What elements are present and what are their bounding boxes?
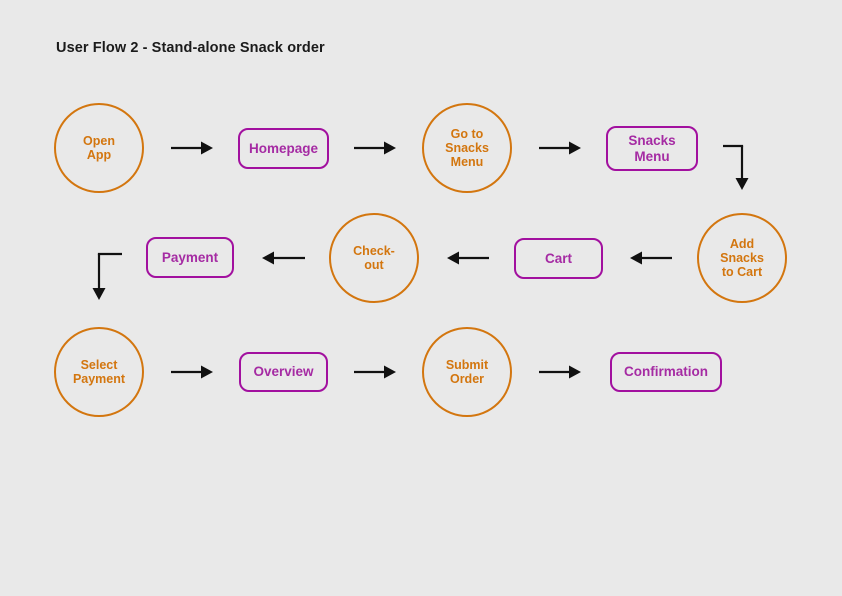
node-label-submit-order: Submit Order (445, 358, 489, 386)
connector-overview-to-submit-order (354, 365, 396, 379)
node-go-to-snacks-menu[interactable]: Go to Snacks Menu (422, 103, 512, 193)
node-label-select-payment: Select Payment (72, 358, 126, 386)
node-label-homepage: Homepage (248, 140, 319, 156)
connector-open-app-to-homepage (171, 141, 213, 155)
connector-select-payment-to-overview (171, 365, 213, 379)
connector-homepage-to-go-to-snacks-menu (354, 141, 396, 155)
connector-go-to-snacks-menu-to-snacks-menu (539, 141, 581, 155)
node-label-open-app: Open App (83, 134, 115, 162)
node-label-add-snacks-to-cart: Add Snacks to Cart (720, 237, 764, 279)
node-label-confirmation: Confirmation (624, 364, 708, 380)
node-cart[interactable]: Cart (514, 238, 603, 279)
connector-submit-order-to-confirmation (539, 365, 581, 379)
node-open-app[interactable]: Open App (54, 103, 144, 193)
node-label-snacks-menu: Snacks Menu (628, 133, 676, 164)
connector-check-out-to-payment (262, 251, 305, 265)
node-confirmation[interactable]: Confirmation (610, 352, 722, 392)
connector-payment-to-select-payment (92, 252, 122, 300)
node-check-out[interactable]: Check- out (329, 213, 419, 303)
node-homepage[interactable]: Homepage (238, 128, 329, 169)
connector-snacks-menu-to-add-snacks-to-cart (723, 144, 749, 190)
node-payment[interactable]: Payment (146, 237, 234, 278)
node-label-check-out: Check- out (353, 244, 395, 272)
node-overview[interactable]: Overview (239, 352, 328, 392)
node-label-overview: Overview (253, 364, 314, 380)
node-label-go-to-snacks-menu: Go to Snacks Menu (445, 127, 489, 169)
page-title: User Flow 2 - Stand-alone Snack order (56, 40, 325, 56)
node-select-payment[interactable]: Select Payment (54, 327, 144, 417)
connector-add-snacks-to-cart-to-cart (630, 251, 672, 265)
node-add-snacks-to-cart[interactable]: Add Snacks to Cart (697, 213, 787, 303)
node-label-payment: Payment (161, 249, 219, 265)
connector-cart-to-check-out (447, 251, 489, 265)
node-snacks-menu[interactable]: Snacks Menu (606, 126, 698, 171)
node-label-cart: Cart (544, 250, 572, 266)
node-submit-order[interactable]: Submit Order (422, 327, 512, 417)
